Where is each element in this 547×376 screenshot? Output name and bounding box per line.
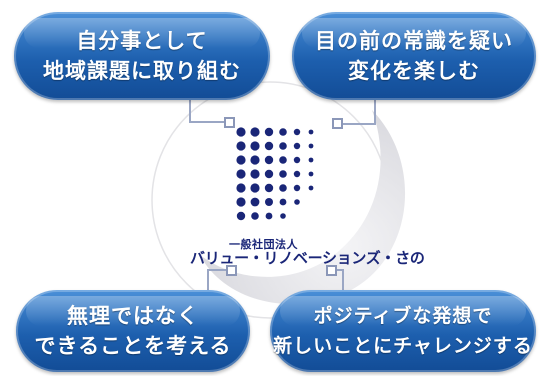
bubble-top-right-line2: 変化を楽しむ xyxy=(348,59,480,83)
logo-dot xyxy=(236,211,246,221)
logo-dot xyxy=(293,170,301,178)
logo-dot xyxy=(264,183,274,193)
logo-dot xyxy=(250,169,260,179)
connector-nodes xyxy=(224,117,343,276)
bubble-top-right-line1: 目の前の常識を疑い xyxy=(315,29,513,53)
bubble-top-left-line1: 自分事として xyxy=(76,29,208,53)
logo-dot xyxy=(293,184,301,192)
logo-dot xyxy=(279,170,287,178)
organization-name: バリュー・リノベーションズ・さの xyxy=(190,249,425,267)
node-top-right xyxy=(332,118,343,129)
bubble-bottom-right: ポジティブな発想で 新しいことにチャレンジする xyxy=(270,290,536,372)
logo-dot xyxy=(279,156,287,164)
bubble-bottom-right-line2: 新しいことにチャレンジする xyxy=(273,335,533,357)
bubble-bottom-left-line1: 無理ではなく xyxy=(66,304,199,328)
logo-dot xyxy=(264,155,274,165)
logo-dot xyxy=(279,198,287,206)
logo-dot xyxy=(293,142,301,150)
logo-dot xyxy=(280,213,286,219)
logo-dot xyxy=(236,141,246,151)
bubble-top-left-line2: 地域課題に取り組む xyxy=(43,59,241,83)
logo-dot xyxy=(294,199,300,205)
logo-dot xyxy=(308,129,314,135)
node-bottom-right xyxy=(326,265,337,276)
logo-dot xyxy=(236,127,246,137)
logo-dot xyxy=(279,128,287,136)
logo-dot xyxy=(293,156,301,164)
bubble-bottom-left: 無理ではなく できることを考える xyxy=(16,290,250,372)
logo-dot xyxy=(279,142,287,150)
logo-dot xyxy=(250,141,260,151)
logo-dot xyxy=(236,197,246,207)
logo-dot xyxy=(265,198,273,206)
logo-dot xyxy=(236,183,246,193)
connector-bottom-left xyxy=(207,269,231,292)
node-top-left xyxy=(224,117,235,128)
organization-type: 一般社団法人 xyxy=(229,238,298,251)
logo-dot xyxy=(250,155,260,165)
logo-dot xyxy=(308,171,314,177)
logo-dot xyxy=(308,185,314,191)
bubble-bottom-left-line2: できることを考える xyxy=(34,334,232,358)
bubble-top-right: 目の前の常識を疑い 変化を楽しむ xyxy=(292,12,536,100)
logo-dot xyxy=(264,169,274,179)
logo-dot xyxy=(293,128,301,136)
node-bottom-left xyxy=(226,265,237,276)
logo-dot xyxy=(264,141,274,151)
logo-dot xyxy=(308,157,314,163)
logo-dot-matrix xyxy=(236,127,314,221)
bubble-top-left: 自分事として 地域課題に取り組む xyxy=(14,12,270,100)
logo-dot xyxy=(279,184,287,192)
bubble-bottom-right-line1: ポジティブな発想で xyxy=(313,305,493,327)
crescent-shape xyxy=(200,110,406,304)
logo-dot xyxy=(265,212,273,220)
logo-dot xyxy=(250,197,260,207)
logo-dot xyxy=(251,212,259,220)
logo-dot xyxy=(264,127,274,137)
logo-dot xyxy=(236,155,246,165)
logo-dot xyxy=(308,143,314,149)
logo-dot xyxy=(250,183,260,193)
logo-dot xyxy=(250,127,260,137)
logo-dot xyxy=(236,169,246,179)
